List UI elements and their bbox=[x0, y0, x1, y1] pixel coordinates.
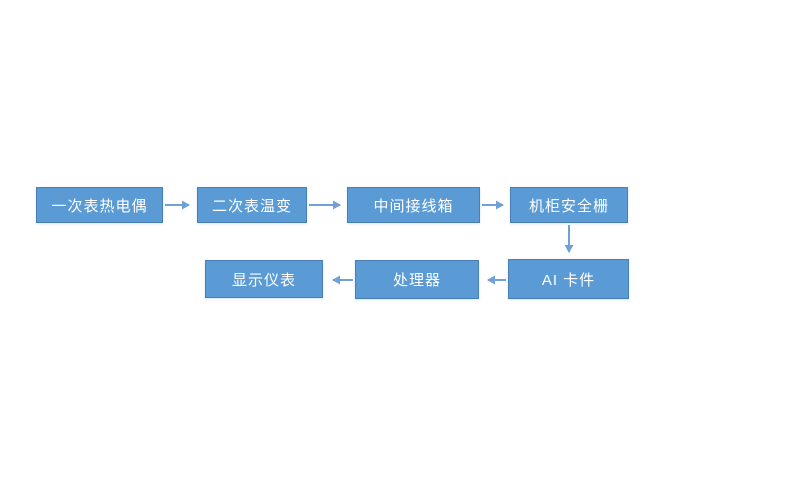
node-processor: 处理器 bbox=[355, 260, 479, 299]
node-primary-thermocouple: 一次表热电偶 bbox=[36, 187, 163, 223]
node-secondary-temp-transmitter-label: 二次表温变 bbox=[211, 197, 292, 215]
node-ai-card-label: AI 卡件 bbox=[541, 271, 596, 289]
node-cabinet-safety-barrier-label: 机柜安全栅 bbox=[528, 197, 609, 215]
node-primary-thermocouple-label: 一次表热电偶 bbox=[51, 197, 148, 215]
node-secondary-temp-transmitter: 二次表温变 bbox=[197, 187, 307, 223]
node-intermediate-junction-box: 中间接线箱 bbox=[347, 187, 480, 223]
node-display-instrument-label: 显示仪表 bbox=[231, 271, 296, 289]
node-display-instrument: 显示仪表 bbox=[205, 260, 323, 298]
node-intermediate-junction-box-label: 中间接线箱 bbox=[373, 197, 454, 215]
node-ai-card: AI 卡件 bbox=[508, 259, 629, 299]
node-processor-label: 处理器 bbox=[392, 272, 441, 289]
node-cabinet-safety-barrier: 机柜安全栅 bbox=[510, 187, 628, 223]
